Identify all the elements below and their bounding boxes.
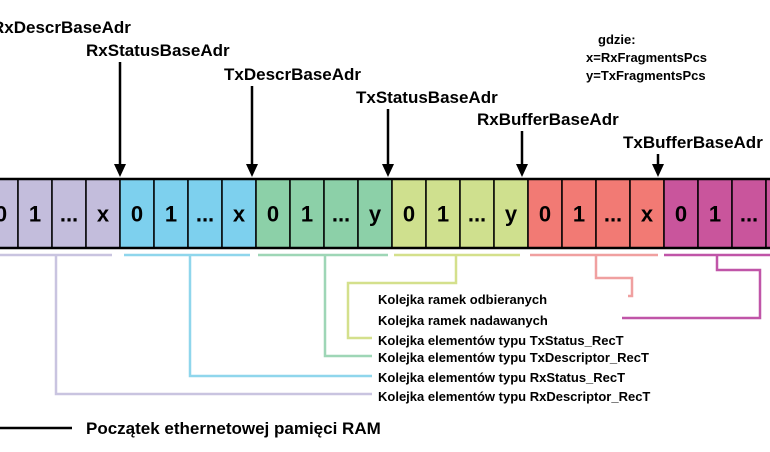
memory-cell-label: 0 [539,202,551,227]
memory-cell [527,178,563,249]
memory-cell-label: 1 [709,202,721,227]
legend-rx-descriptor: Kolejka elementów typu RxDescriptor_RecT [378,389,650,404]
legend-rx-frames: Kolejka ramek odbieranych [378,292,547,307]
pointer-label-tx-buffer-base: TxBufferBaseAdr [623,133,763,152]
memory-cell [765,178,770,249]
note-title: gdzie: [598,32,636,47]
memory-cell-label: 0 [675,202,687,227]
note-x-definition: x=RxFragmentsPcs [586,50,707,65]
memory-cell [731,178,767,249]
region-bracket [124,253,372,378]
memory-cell [289,178,325,249]
memory-cell-label: x [233,202,246,227]
memory-cell-label: 0 [267,202,279,227]
memory-cell-label: 0 [403,202,415,227]
memory-cell-label: ... [196,202,214,227]
memory-start-label: Początek ethernetowej pamięci RAM [86,419,381,438]
memory-cell-label: y [369,202,382,227]
pointer-label-rx-descr-base: RxDescrBaseAdr [0,18,131,37]
pointer-label-tx-descr-base: TxDescrBaseAdr [224,65,361,84]
memory-cell-label: ... [604,202,622,227]
arrow-head-rx-status-base [114,164,126,177]
region-bracket [258,253,388,358]
arrow-head-tx-buffer-base [652,164,664,177]
memory-cell-label: y [505,202,518,227]
memory-cell-label: 1 [573,202,585,227]
legend-tx-frames: Kolejka ramek nadawanych [378,313,548,328]
arrow-head-tx-descr-base [246,164,258,177]
memory-cell-label: x [641,202,654,227]
legend-tx-status: Kolejka elementów typu TxStatus_RecT [378,333,624,348]
region-bracket [622,253,770,320]
memory-cell-label: 0 [0,202,7,227]
region-bracket [530,253,658,298]
memory-cell-label: ... [740,202,758,227]
pointer-label-rx-status-base: RxStatusBaseAdr [86,41,230,60]
memory-cell-label: 1 [301,202,313,227]
memory-cell-label: 1 [165,202,177,227]
memory-cell [663,178,699,249]
region-bracket [346,253,520,340]
arrow-head-rx-buffer-base [516,164,528,177]
memory-cell-label: ... [468,202,486,227]
legend-rx-status: Kolejka elementów typu RxStatus_RecT [378,370,625,385]
memory-cell-label: 0 [131,202,143,227]
pointer-label-rx-buffer-base: RxBufferBaseAdr [477,110,619,129]
memory-cell [323,178,359,249]
arrow-head-tx-status-base [382,164,394,177]
memory-cell-label: 1 [437,202,449,227]
memory-cell-label: 1 [29,202,41,227]
memory-cell-label: ... [332,202,350,227]
memory-cell [561,178,597,249]
legend: Kolejka ramek odbieranych Kolejka ramek … [378,292,650,404]
pointer-arrows [114,62,664,177]
memory-cell-label: x [97,202,110,227]
pointer-label-tx-status-base: TxStatusBaseAdr [356,88,498,107]
region-bracket [0,253,372,396]
memory-cell-label: ... [60,202,78,227]
legend-tx-descriptor: Kolejka elementów typu TxDescriptor_RecT [378,350,649,365]
region-brackets [0,253,770,396]
note-y-definition: y=TxFragmentsPcs [586,68,706,83]
